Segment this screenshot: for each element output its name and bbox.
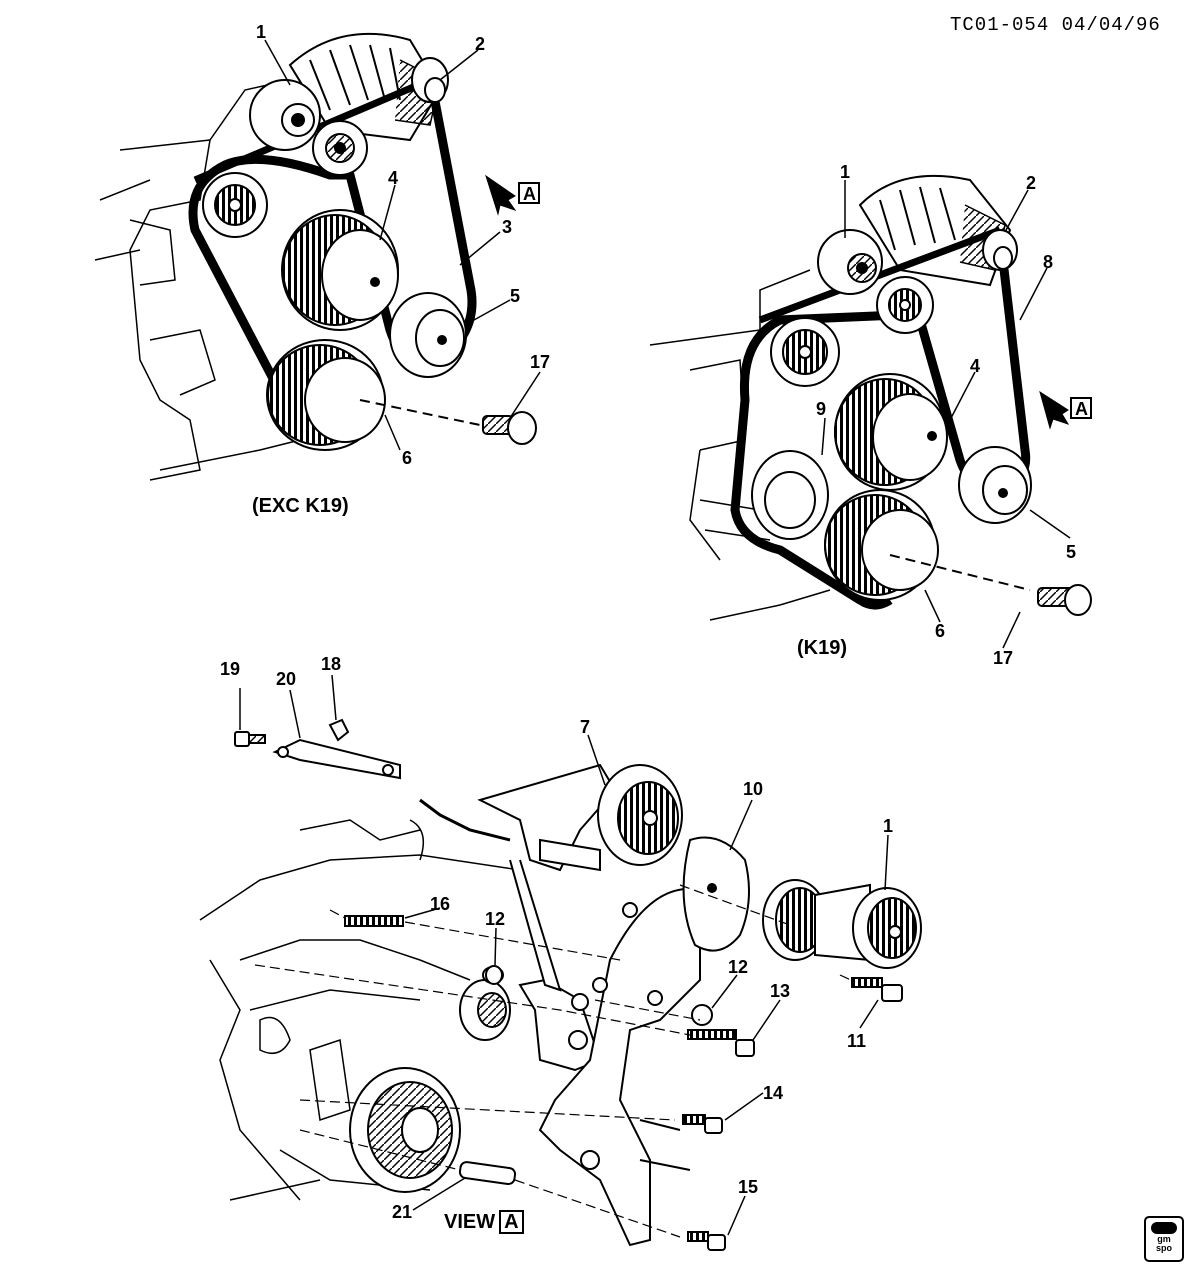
callout-tl-17: 17	[530, 352, 550, 372]
callout-b-1: 1	[883, 816, 893, 836]
callout-tl-1: 1	[256, 22, 266, 42]
callout-tr-17: 17	[993, 648, 1013, 668]
callout-tl-5: 5	[510, 286, 520, 306]
logo-text-bottom: spo	[1155, 1243, 1172, 1253]
callout-tr-6: 6	[935, 621, 945, 641]
callout-tr-2: 2	[1026, 173, 1036, 193]
gm-spo-logo: gm spo	[1144, 1216, 1184, 1262]
callout-numbers: 1 2 3 4 5 17 6 1 2 8 4 9 5 6 17 19 20 18…	[220, 22, 1076, 1222]
callout-tr-5: 5	[1066, 542, 1076, 562]
caption-exc-k19: (EXC K19)	[252, 495, 349, 517]
bracket-view-a	[518, 887, 701, 1247]
fasteners-view-a	[234, 718, 903, 1251]
arrow-letter-k19: A	[1075, 399, 1088, 419]
callout-tl-2: 2	[475, 34, 485, 54]
alignment-lines-view-a	[254, 884, 856, 1238]
callout-tr-8: 8	[1043, 252, 1053, 272]
callout-tr-9: 9	[816, 399, 826, 419]
callout-b-21: 21	[392, 1202, 412, 1222]
bolt-17-exc-k19	[359, 399, 537, 445]
gm-logo-mark	[1151, 1222, 1177, 1234]
callout-tl-3: 3	[502, 217, 512, 237]
tensioner-1-view-a	[762, 879, 922, 969]
callout-b-7: 7	[580, 717, 590, 737]
callout-b-13: 13	[770, 981, 790, 1001]
callout-tl-4: 4	[388, 168, 398, 188]
spacer-10	[682, 836, 750, 952]
callout-b-12-upper: 12	[485, 909, 505, 929]
callout-b-16: 16	[430, 894, 450, 914]
callout-b-20: 20	[276, 669, 296, 689]
callout-b-11: 11	[847, 1031, 866, 1051]
view-a-arrow-exc-k19: A	[485, 174, 540, 216]
callout-b-14: 14	[763, 1083, 783, 1103]
view-a-arrow-k19: A	[1039, 390, 1092, 430]
arrow-letter-exc: A	[523, 184, 536, 204]
callout-b-10: 10	[743, 779, 763, 799]
bolt-17-k19	[889, 554, 1092, 616]
caption-k19: (K19)	[797, 637, 848, 659]
caption-view-label: VIEW	[444, 1211, 496, 1233]
pulleys-exc-k19	[202, 57, 467, 451]
alternator-k19	[858, 174, 1012, 287]
callout-tr-1: 1	[840, 162, 850, 182]
callout-b-12-lower: 12	[728, 957, 748, 977]
logo-text-top: gm	[1157, 1234, 1171, 1244]
belt-fragment-view-a	[419, 798, 511, 842]
damper-pulley-view-a	[349, 1067, 461, 1193]
callout-b-18: 18	[321, 654, 341, 674]
pulleys-k19	[751, 229, 1032, 601]
idler-bracket-7	[477, 763, 683, 992]
document-id: TC01-054 04/04/96	[950, 14, 1161, 36]
callout-tr-4: 4	[970, 356, 980, 376]
caption-view-letter: A	[499, 1210, 524, 1234]
callout-tl-6: 6	[402, 448, 412, 468]
callout-b-15: 15	[738, 1177, 758, 1197]
callout-b-19: 19	[220, 659, 240, 679]
leader-lines	[239, 39, 1071, 1236]
